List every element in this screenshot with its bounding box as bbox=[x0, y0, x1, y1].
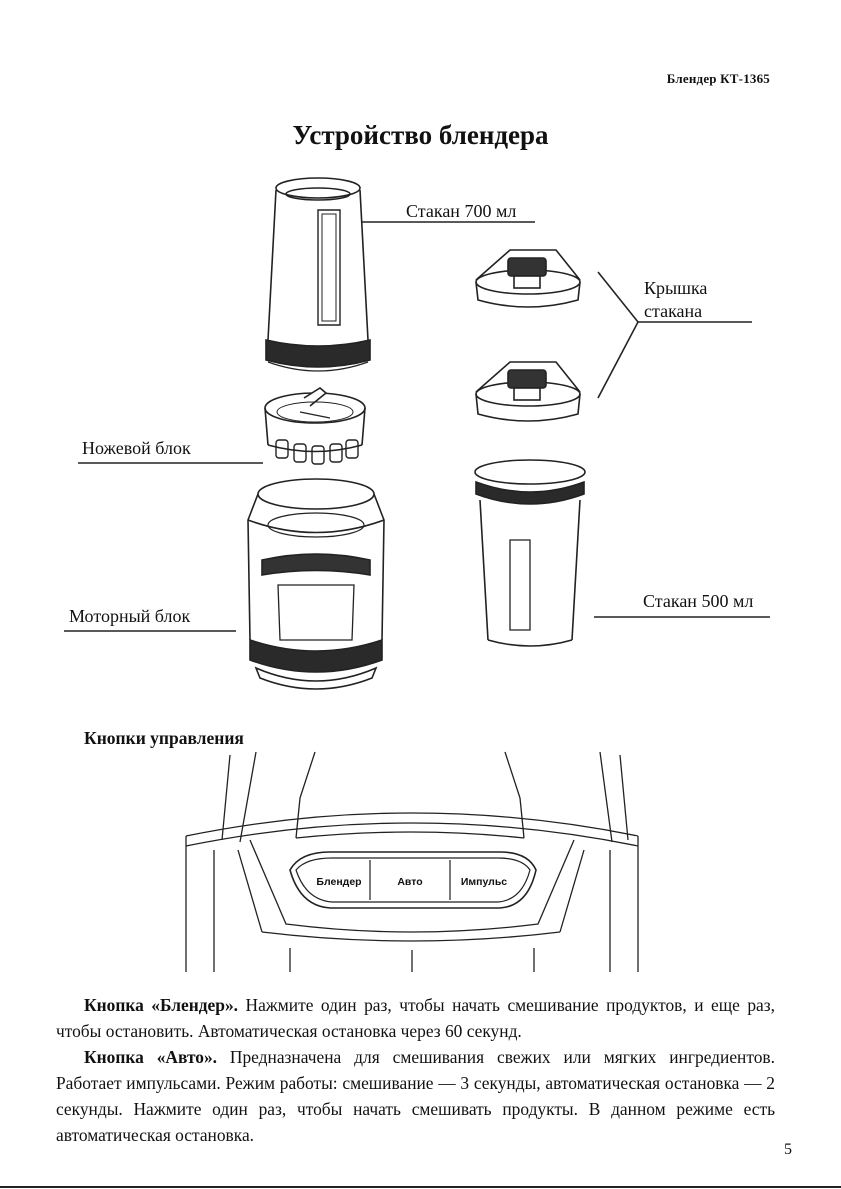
auto-button-label: Авто bbox=[397, 876, 422, 888]
paragraph-text: Нажмите один раз, чтобы начать смешивани… bbox=[56, 995, 775, 1041]
motor-base-illustration bbox=[247, 478, 385, 690]
label-cup-700: Стакан 700 мл bbox=[406, 201, 517, 221]
label-blade-unit: Ножевой блок bbox=[82, 438, 191, 458]
blade-unit-illustration bbox=[264, 387, 366, 465]
paragraph-term: Кнопка «Блендер». bbox=[84, 995, 238, 1015]
label-lid-line1: Крышка bbox=[644, 278, 708, 298]
cup-500-illustration bbox=[474, 459, 586, 647]
lid-bottom-illustration bbox=[475, 361, 581, 422]
control-panel-illustration bbox=[185, 751, 639, 972]
paragraph-blender-button: Кнопка «Блендер». Нажмите один раз, чтоб… bbox=[56, 992, 775, 1044]
page-number: 5 bbox=[784, 1141, 792, 1158]
paragraph-auto-button: Кнопка «Авто». Предназначена для смешива… bbox=[56, 1044, 775, 1148]
cup-700-illustration bbox=[265, 177, 371, 372]
section-heading-controls: Кнопки управления bbox=[84, 728, 244, 748]
label-motor-unit: Моторный блок bbox=[69, 606, 191, 626]
paragraph-text: Предназначена для смешивания свежих или … bbox=[56, 1047, 775, 1145]
label-lid-line2: стакана bbox=[644, 301, 703, 321]
lid-top-illustration bbox=[475, 249, 581, 308]
page-bottom-rule bbox=[0, 1186, 841, 1188]
pulse-button-label: Импульс bbox=[461, 876, 507, 888]
label-cup-500: Стакан 500 мл bbox=[643, 591, 754, 611]
blender-button-label: Блендер bbox=[316, 876, 361, 888]
page-title: Устройство блендера bbox=[292, 120, 549, 150]
paragraph-term: Кнопка «Авто». bbox=[84, 1047, 217, 1067]
document-header: Блендер КТ-1365 bbox=[666, 71, 770, 86]
